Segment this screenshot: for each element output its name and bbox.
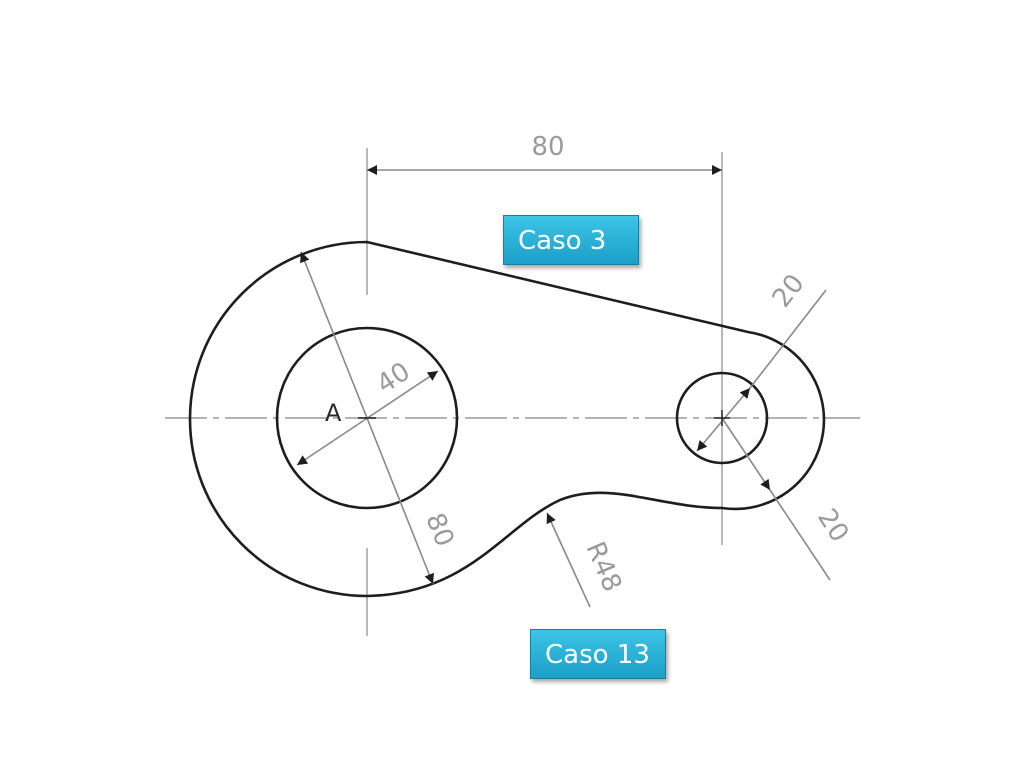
dimension-text-20-outer: 20 xyxy=(811,504,854,548)
dimension-text-40: 40 xyxy=(372,357,416,400)
leader-20-outer-extension xyxy=(769,489,831,581)
right-hole-circle xyxy=(675,371,769,465)
leader-r48 xyxy=(546,512,591,608)
dimension-line-20-outer xyxy=(721,417,771,491)
point-label-a: A xyxy=(325,399,342,427)
dimension-text-80-diameter: 80 xyxy=(419,509,459,551)
callout-caso-3: Caso 3 xyxy=(503,215,639,265)
callout-caso-13: Caso 13 xyxy=(530,629,666,679)
dimension-text-80-horizontal: 80 xyxy=(531,132,564,162)
part-outline xyxy=(188,240,826,598)
dimension-text-r48: R48 xyxy=(580,537,628,596)
dimension-text-20-hole: 20 xyxy=(767,269,811,314)
leader-20-hole-extension xyxy=(749,289,827,389)
